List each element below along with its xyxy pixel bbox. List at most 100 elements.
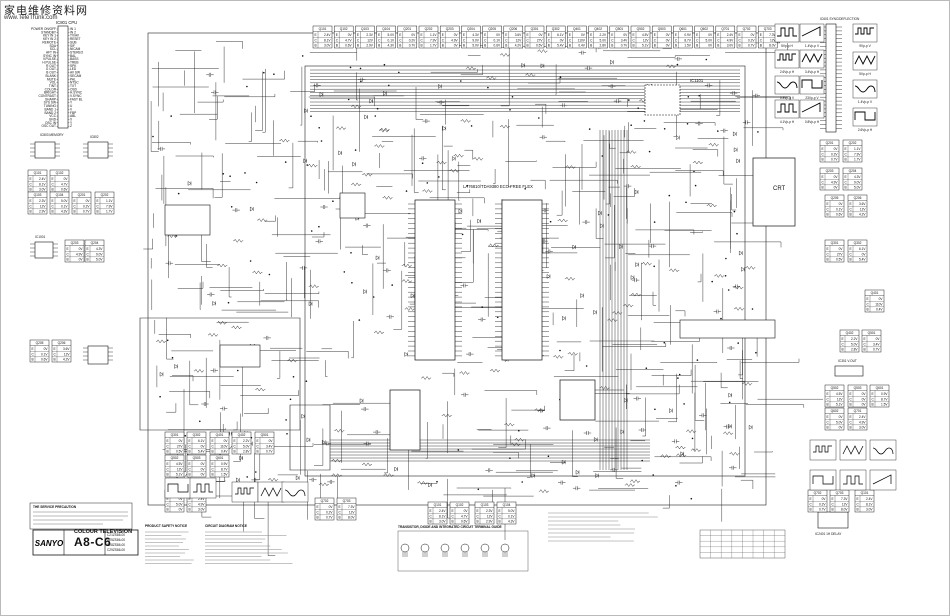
table-volt: 12V — [842, 502, 849, 506]
table-title: Q101 — [434, 503, 442, 507]
table-volt: 4.9V — [198, 502, 205, 506]
memory-label: IC803 MEMORY — [40, 133, 65, 137]
table-pin: E — [167, 439, 169, 443]
table-volt: 4.9V — [76, 252, 83, 256]
cpu-pin-label: LED — [70, 67, 77, 71]
table-pin: B — [167, 508, 169, 512]
cpu-pin-label: G OUT — [46, 67, 56, 71]
table-pin: B — [189, 473, 191, 477]
waveform-box: 0.8Vp-p V — [774, 75, 800, 100]
table-volt: 0V — [623, 33, 628, 37]
cpu-pin-label: MUTE — [47, 77, 56, 81]
delay-label: IC2401 1H DELAY — [815, 532, 842, 536]
table-pin: E — [822, 147, 824, 151]
table-volt: 8.1V — [866, 502, 873, 506]
waveform-box: 2.6Vp-p H — [852, 107, 878, 132]
table-volt: 2.3V — [486, 509, 493, 513]
cpu-pin-label: SYNC IN — [43, 54, 57, 58]
cpu-pin-label: Z — [70, 124, 72, 128]
table-pin: B — [167, 450, 169, 454]
waveform-box — [809, 469, 837, 491]
ic-small-lower — [83, 345, 113, 365]
table-title: Q402 — [238, 433, 246, 437]
table-volt: 2.4V — [39, 177, 46, 181]
table-volt: 5.4V — [198, 450, 205, 454]
table-volt: 7.3V — [769, 33, 776, 37]
table-pin: B — [317, 516, 319, 520]
watermark-title: 家电维修资料网 — [4, 4, 88, 17]
ic1101-box — [644, 84, 681, 116]
table-pin: E — [675, 33, 677, 37]
table-pin: E — [189, 497, 191, 501]
table-pin: E — [463, 33, 465, 37]
table-pin: E — [864, 337, 866, 341]
table-pin: E — [52, 199, 54, 203]
table-pin: C — [463, 38, 466, 42]
table-volt: 7.9V — [106, 204, 113, 208]
table-pin: B — [850, 426, 852, 430]
table-volt: 5.0V — [836, 420, 843, 424]
table-volt: 5.0V — [96, 258, 103, 262]
table-volt: 0.2V — [819, 502, 826, 506]
table-volt: 0V — [862, 397, 867, 401]
table-volt: 4.5V — [836, 392, 843, 396]
table-title: Q101 — [319, 27, 327, 31]
table-volt: 4.5V — [176, 462, 183, 466]
waveform-box: 3.4Vp-p H — [799, 49, 825, 74]
table-volt: 3.4V — [266, 444, 273, 448]
table-pin: B — [97, 210, 99, 214]
table-title: Q103 — [361, 27, 369, 31]
table-title: Q301 — [171, 433, 179, 437]
cpu-pin-label: STEREO — [70, 51, 84, 55]
cpu-pin-label: X — [70, 118, 73, 122]
table-pin: B — [336, 44, 338, 48]
table-pin: B — [832, 508, 834, 512]
table-title: Q601 — [216, 456, 224, 460]
table-volt: 5.0V — [243, 444, 250, 448]
table-pin: B — [850, 258, 852, 262]
cpu-pin-label: COLOR — [45, 87, 57, 91]
table-pin: E — [827, 202, 829, 206]
table-pin: B — [67, 258, 69, 262]
brand-box — [32, 529, 139, 556]
table-pin: E — [257, 439, 259, 443]
table-pin: C — [317, 510, 320, 514]
table-pin: B — [32, 358, 34, 362]
table-pin: E — [87, 247, 89, 251]
cpu-pin-label: POWER ON/OFF — [31, 27, 56, 31]
safety-title: PRODUCT SAFETY NOTICE — [145, 524, 187, 528]
table-title: Q204 — [467, 27, 475, 31]
table-pin: C — [234, 444, 237, 448]
table-volt: 0V — [839, 426, 844, 430]
cpu-pin-label: SCL — [50, 47, 56, 51]
table-pin: C — [842, 342, 845, 346]
table-pin: E — [357, 33, 359, 37]
table-volt: 0V — [862, 392, 867, 396]
table-pin: B — [74, 210, 76, 214]
table-title: Q103 — [481, 503, 489, 507]
table-pin: B — [717, 44, 719, 48]
table-pin: C — [212, 467, 215, 471]
table-pin: B — [822, 186, 824, 190]
waveform-box — [869, 439, 897, 461]
table-title: Q702 — [743, 27, 751, 31]
waveform-box — [869, 469, 897, 491]
table-volt: 1.7V — [430, 44, 437, 48]
tuner-block — [164, 204, 211, 236]
waveform-box — [257, 481, 285, 503]
table-volt: 0.7V — [409, 44, 416, 48]
table-title: Q206 — [509, 27, 517, 31]
table-volt: 0V — [269, 439, 274, 443]
table-pin: E — [315, 33, 317, 37]
table-volt: 0V — [329, 505, 334, 509]
